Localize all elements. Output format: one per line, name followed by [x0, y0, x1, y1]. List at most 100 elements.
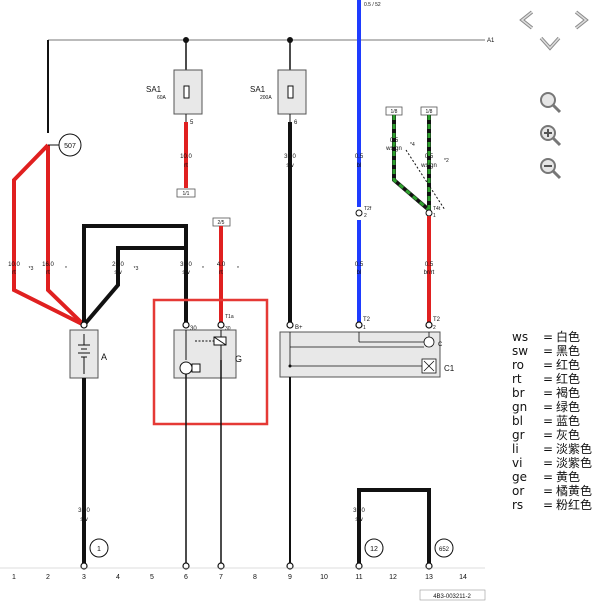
- svg-text:ws/gn: ws/gn: [420, 163, 437, 169]
- legend-row: gn=绿色: [512, 400, 602, 414]
- legend-name: 淡紫色: [556, 456, 593, 470]
- legend-row: ge=黄色: [512, 470, 602, 484]
- chevron-left-icon[interactable]: [519, 10, 534, 30]
- legend-name: 黄色: [556, 470, 581, 484]
- wire-sw25-label: 25.0 sw *3: [112, 262, 138, 276]
- svg-text:sw: sw: [286, 163, 294, 169]
- terminal-c: C: [438, 342, 443, 348]
- svg-text:*: *: [202, 266, 204, 272]
- svg-text:bl: bl: [357, 163, 362, 169]
- column-number: 12: [389, 574, 397, 581]
- battery-terminal-top: [80, 321, 88, 329]
- legend-code: gr: [512, 428, 525, 442]
- legend-code: rs: [512, 498, 524, 512]
- svg-text:35.0: 35.0: [353, 508, 365, 514]
- top-wire-label: 0.5 / 52: [364, 2, 381, 8]
- component-a-label: A: [101, 352, 107, 362]
- zoom-out-icon[interactable]: [540, 158, 562, 180]
- legend-code: rt: [512, 372, 522, 386]
- legend-code: li: [512, 442, 519, 456]
- fuse-sa2-rating: 200A: [260, 95, 272, 101]
- fuse-sa2-name: SA1: [250, 85, 266, 94]
- svg-text:35.0: 35.0: [284, 154, 296, 160]
- svg-text:*2: *2: [444, 158, 449, 164]
- legend-row: ro=红色: [512, 358, 602, 372]
- legend-eq: =: [542, 372, 554, 386]
- svg-text:sw: sw: [80, 517, 88, 523]
- generator-terminal-t1a: [217, 321, 225, 329]
- legend-row: gr=灰色: [512, 428, 602, 442]
- connector-t4t: [425, 209, 433, 217]
- box-ref-1-label: 1/1: [183, 191, 190, 197]
- wire-35a-label: 35.0 sw *: [180, 262, 204, 276]
- terminal-t4t: T4t: [433, 206, 441, 212]
- wire-brrt-label: 0.5 br/rt: [424, 262, 435, 276]
- chevron-down-icon[interactable]: [539, 36, 561, 51]
- legend-code: ge: [512, 470, 527, 484]
- footer-code-box: [419, 589, 486, 601]
- battery-icon: [78, 334, 90, 374]
- svg-text:0.5: 0.5: [390, 138, 399, 144]
- legend-code: br: [512, 386, 525, 400]
- terminal-1a: 1: [433, 213, 436, 219]
- legend-eq: =: [542, 428, 554, 442]
- legend-row: rs=粉红色: [512, 498, 602, 512]
- column-number: 3: [82, 574, 86, 581]
- box-ref-3-label: 1/8: [391, 109, 398, 115]
- legend-name: 褐色: [556, 386, 581, 400]
- c1-terminal-t2-left: [355, 321, 363, 329]
- legend-eq: =: [542, 330, 554, 344]
- legend-name: 蓝色: [556, 414, 581, 428]
- legend-eq: =: [542, 484, 554, 498]
- svg-text:25.0: 25.0: [112, 262, 124, 268]
- legend-name: 粉红色: [556, 498, 593, 512]
- legend-row: bl=蓝色: [512, 414, 602, 428]
- column-number: 2: [46, 574, 50, 581]
- fuse-sa1-name: SA1: [146, 85, 162, 94]
- wire-4-label: 4.0 rt *: [217, 262, 239, 276]
- zoom-in-icon[interactable]: [540, 125, 562, 147]
- wire-wsgn-green: [392, 115, 431, 212]
- terminal-t2-left-n: 1: [363, 325, 366, 331]
- svg-text:35.0: 35.0: [78, 508, 90, 514]
- chevron-right-icon[interactable]: [574, 10, 589, 30]
- wire-wsgn2-label: 0.5 ws/gn *2: [420, 154, 449, 169]
- svg-text:sw: sw: [114, 270, 122, 276]
- legend-name: 红色: [556, 372, 581, 386]
- column-number: 10: [320, 574, 328, 581]
- bottom-terminals: [80, 562, 433, 570]
- top-bus-label: A1: [487, 38, 495, 44]
- terminal-2a: 2: [364, 213, 367, 219]
- legend-code: sw: [512, 344, 529, 358]
- legend-code: vi: [512, 456, 523, 470]
- legend-row: sw=黑色: [512, 344, 602, 358]
- generator-icon: [179, 330, 227, 375]
- legend-name: 橘黄色: [556, 484, 593, 498]
- wire-left1-label: 10.0 rt *3: [8, 262, 33, 276]
- circle-1: [89, 538, 109, 558]
- control-unit-c1: [279, 331, 441, 378]
- fuse-sa1-terminal: 5: [190, 120, 194, 126]
- junction-c1: [288, 364, 292, 368]
- connector-t2f: [355, 209, 363, 217]
- terminal-t1a-n: 30: [225, 326, 231, 332]
- wire-left2-red: [46, 145, 86, 327]
- legend-code: ro: [512, 358, 525, 372]
- legend-row: rt =红色: [512, 372, 602, 386]
- svg-text:rt: rt: [12, 270, 16, 276]
- component-c1-label: C1: [444, 364, 455, 373]
- terminal-30: 30: [190, 326, 197, 332]
- svg-text:0.5: 0.5: [355, 262, 364, 268]
- legend-name: 淡紫色: [556, 442, 593, 456]
- wire-wsgn1-label: 0.5 ws/gn *4: [385, 138, 415, 152]
- zoom-icon[interactable]: [540, 92, 562, 114]
- box-ref-2-label: 2/5: [218, 220, 225, 226]
- highlight-box: [152, 298, 269, 426]
- terminal-b-plus: B+: [295, 325, 303, 331]
- wire-bl-top-label: 0.5 bl: [355, 154, 364, 169]
- legend-eq: =: [542, 442, 554, 456]
- c1-terminal-b: [286, 321, 294, 329]
- wire-group-left-red: [12, 143, 86, 327]
- legend-code: gn: [512, 400, 528, 414]
